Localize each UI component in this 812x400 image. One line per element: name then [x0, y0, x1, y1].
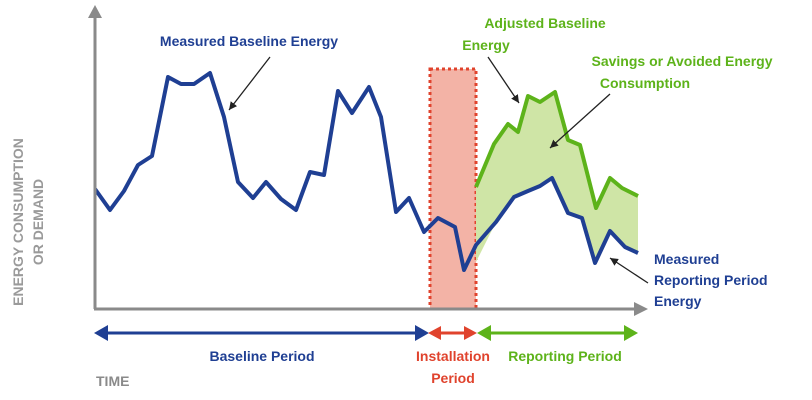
measured-reporting-pointer [609, 257, 649, 284]
adjusted-baseline-label-line2: Energy [462, 37, 510, 53]
measured-reporting-label-line1: Measured [654, 251, 719, 267]
installation-period-label-line2: Period [431, 370, 475, 386]
measured-baseline-label: Measured Baseline Energy [160, 33, 338, 49]
y-axis-label: ENERGY CONSUMPTION OR DEMAND [10, 138, 46, 306]
y-axis-label-line1: ENERGY CONSUMPTION [10, 138, 26, 306]
x-axis-arrowhead [634, 302, 648, 316]
installation-period-box [428, 67, 478, 311]
adjusted-baseline-label-line1: Adjusted Baseline [484, 15, 606, 31]
installation-period-label-line1: Installation [416, 348, 490, 364]
baseline-period-arrow [94, 325, 429, 341]
installation-period-arrow [428, 326, 477, 340]
measured-energy-line [93, 71, 639, 272]
measured-baseline-pointer [228, 56, 271, 111]
x-axis-label: TIME [96, 373, 129, 389]
reporting-period-label: Reporting Period [508, 348, 622, 364]
savings-pointer [549, 93, 611, 149]
adjusted-baseline-pointer [487, 56, 520, 104]
measured-reporting-label-line2: Reporting Period [654, 272, 768, 288]
y-axis-arrowhead [88, 5, 102, 18]
savings-label-line1: Savings or Avoided Energy [591, 53, 772, 69]
savings-label-line2: Consumption [600, 75, 690, 91]
measured-reporting-label-line3: Energy [654, 293, 702, 309]
baseline-period-label: Baseline Period [209, 348, 314, 364]
savings-area [476, 92, 638, 263]
y-axis-label-line2: OR DEMAND [30, 179, 46, 265]
reporting-period-arrow [477, 325, 638, 341]
adjusted-baseline-line [474, 90, 639, 210]
